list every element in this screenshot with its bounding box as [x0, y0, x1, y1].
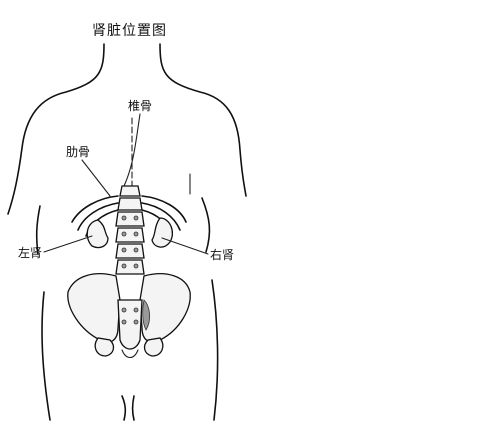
- spine: [115, 185, 145, 275]
- diagram-title: 肾脏位置图: [92, 23, 167, 39]
- left-kidney: [86, 219, 109, 249]
- right-kidney: [151, 217, 174, 248]
- leader-lines: [43, 113, 209, 255]
- label-left-kidney: 左肾: [18, 246, 43, 260]
- pelvis: [67, 273, 191, 359]
- label-right-kidney: 右肾: [210, 248, 235, 262]
- label-spine: 椎骨: [128, 99, 153, 113]
- label-rib: 肋骨: [66, 145, 91, 159]
- torso-outline: [7, 43, 247, 421]
